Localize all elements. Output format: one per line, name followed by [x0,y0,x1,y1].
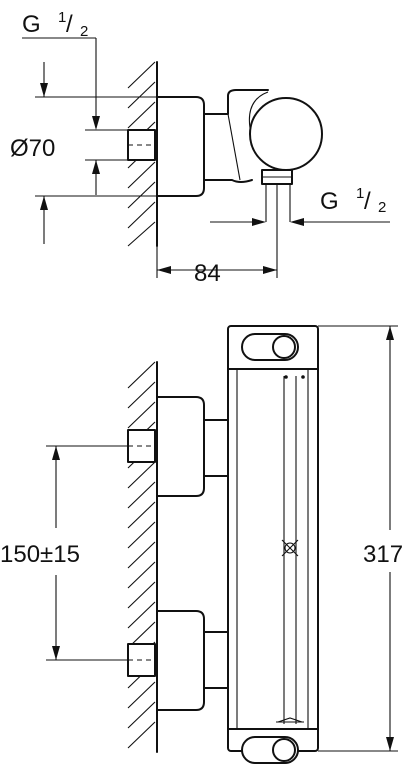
spacing-dimension: 150±15 [0,445,128,661]
inlet-fitting-top [127,129,156,161]
center-mark [281,539,299,557]
svg-text:2: 2 [80,23,88,40]
svg-text:2: 2 [378,199,386,216]
height-dimension: 317 [318,325,403,752]
wall-front-hatching [127,361,158,753]
svg-text:G: G [320,188,339,215]
svg-text:1: 1 [58,9,66,26]
depth-dimension: 84 [156,184,278,287]
front-view: 150±15 317 [0,325,403,764]
svg-text:1: 1 [356,185,364,202]
svg-text:/: / [364,188,371,215]
svg-text:/: / [66,11,73,38]
control-knob-top [248,91,323,171]
spacing-label: 150±15 [0,541,80,568]
thread-label-left: G 1 / 2 [22,9,100,130]
depth-label: 84 [194,260,221,287]
lower-connection-front [127,610,229,711]
mixer-body-top [156,89,269,197]
svg-text:G: G [22,11,41,38]
diameter-dimension: Ø70 [10,62,157,244]
diameter-label: Ø70 [10,135,55,162]
upper-connection-front [127,396,229,497]
mixer-body-front [227,325,319,752]
top-view: G 1 / 2 Ø70 G [10,9,390,287]
thread-label-right: G 1 / 2 [210,185,390,226]
bottom-handle-front [241,736,299,764]
top-handle-front [241,333,299,361]
height-label: 317 [363,541,403,568]
